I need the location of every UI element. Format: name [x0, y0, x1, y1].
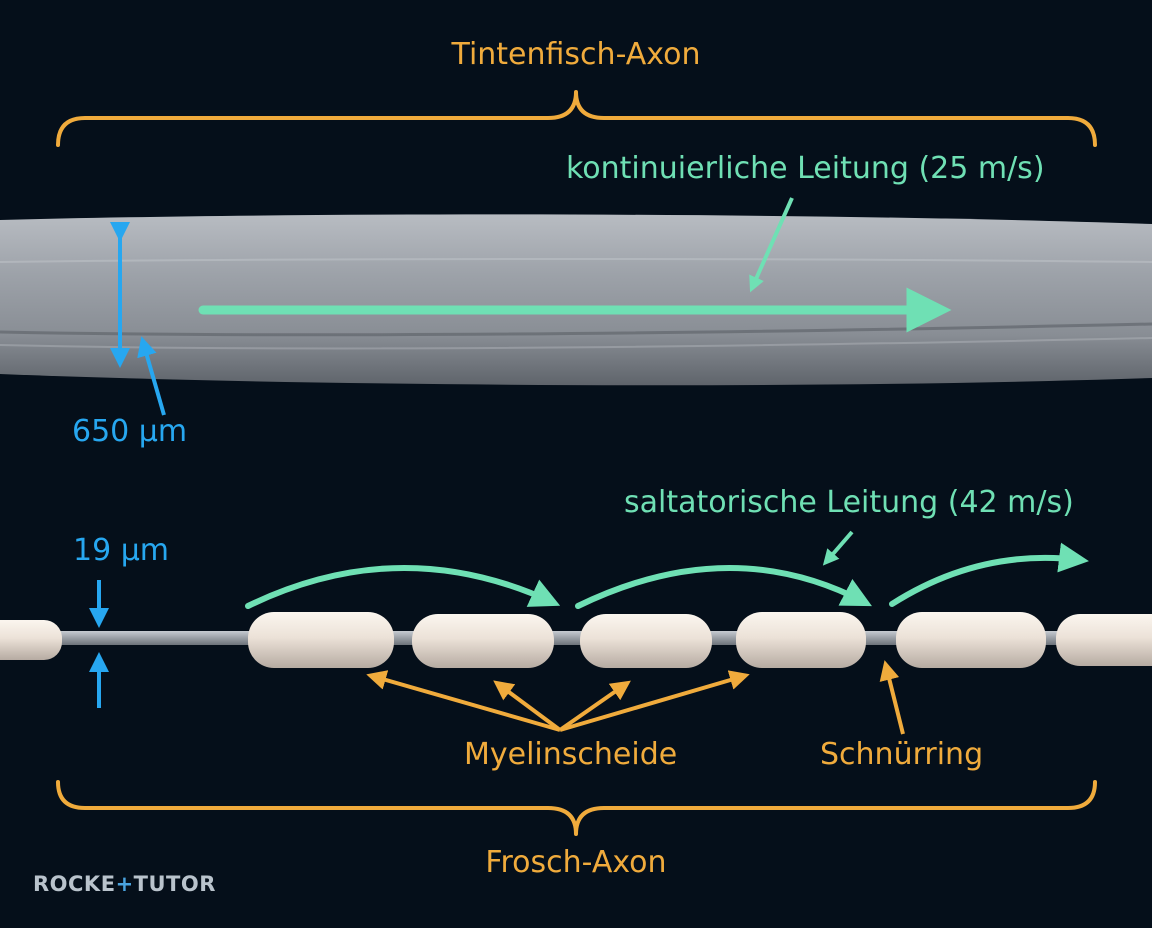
frog-diameter-label: 19 µm — [73, 533, 170, 568]
squid-axon-title: Tintenfisch-Axon — [451, 37, 701, 72]
myelin-segment — [248, 612, 394, 668]
saltatory-jump-arrow — [245, 564, 561, 609]
saltatory-conduction-arrows — [245, 542, 1089, 609]
frog-axon-brace — [56, 780, 1097, 836]
saltatory-conduction-label: saltatorische Leitung (42 m/s) — [624, 485, 1074, 520]
saltatory-jump-arrow — [575, 565, 872, 609]
squid-axon — [0, 214, 1152, 386]
logo-text-part2: TUTOR — [133, 872, 216, 896]
continuous-conduction-label: kontinuierliche Leitung (25 m/s) — [566, 151, 1045, 186]
myelin-segments — [0, 612, 1152, 668]
frog-axon-title: Frosch-Axon — [485, 845, 667, 880]
myelin-pointers — [366, 670, 750, 732]
myelin-pointer — [559, 670, 750, 732]
myelin-segment — [412, 614, 554, 668]
node-of-ranvier-label: Schnürring — [820, 737, 984, 772]
myelin-segment — [0, 620, 62, 660]
myelin-pointer — [558, 680, 631, 732]
myelin-segment — [1056, 614, 1152, 666]
squid-axon-brace — [56, 90, 1097, 147]
saltatory-jump-arrow — [889, 542, 1089, 607]
brand-logo: ROCKE+TUTOR — [33, 872, 216, 896]
myelin-pointer — [493, 680, 562, 732]
continuous-label-pointer — [749, 197, 794, 293]
saltatory-label-pointer — [822, 530, 854, 566]
myelin-segment — [896, 612, 1046, 668]
squid-diameter-pointer — [137, 336, 166, 416]
node-pointer — [879, 660, 905, 735]
logo-plus: + — [115, 872, 134, 896]
myelin-segment — [736, 612, 866, 668]
logo-text-part1: ROCKE — [33, 872, 116, 896]
squid-diameter-label: 650 µm — [72, 414, 188, 449]
myelin-sheath-label: Myelinscheide — [464, 737, 678, 772]
myelin-pointer — [366, 670, 561, 732]
myelin-segment — [580, 614, 712, 668]
